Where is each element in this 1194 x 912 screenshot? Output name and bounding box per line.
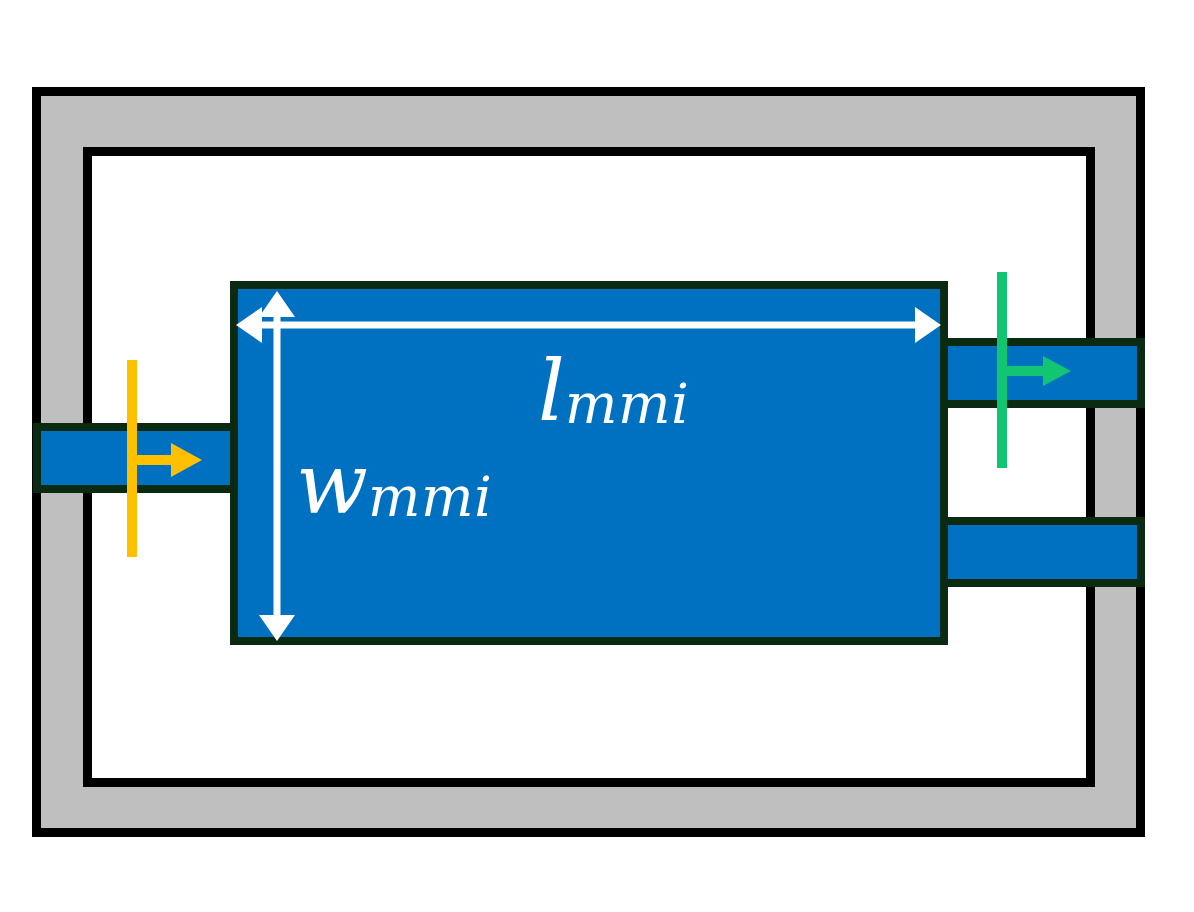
mmi-length-base: l <box>538 342 565 440</box>
output-waveguide-bottom <box>940 517 1145 587</box>
mmi-body <box>230 281 948 645</box>
output-waveguide-top <box>940 338 1145 408</box>
input-waveguide <box>33 423 246 493</box>
mmi-width-base: w <box>296 435 368 533</box>
mmi-length-label: lmmi <box>538 349 689 433</box>
mmi-length-subscript: mmi <box>564 373 690 438</box>
chip-frame <box>32 87 1145 837</box>
mmi-width-subscript: mmi <box>367 466 493 531</box>
mmi-width-label: wmmi <box>296 442 492 526</box>
